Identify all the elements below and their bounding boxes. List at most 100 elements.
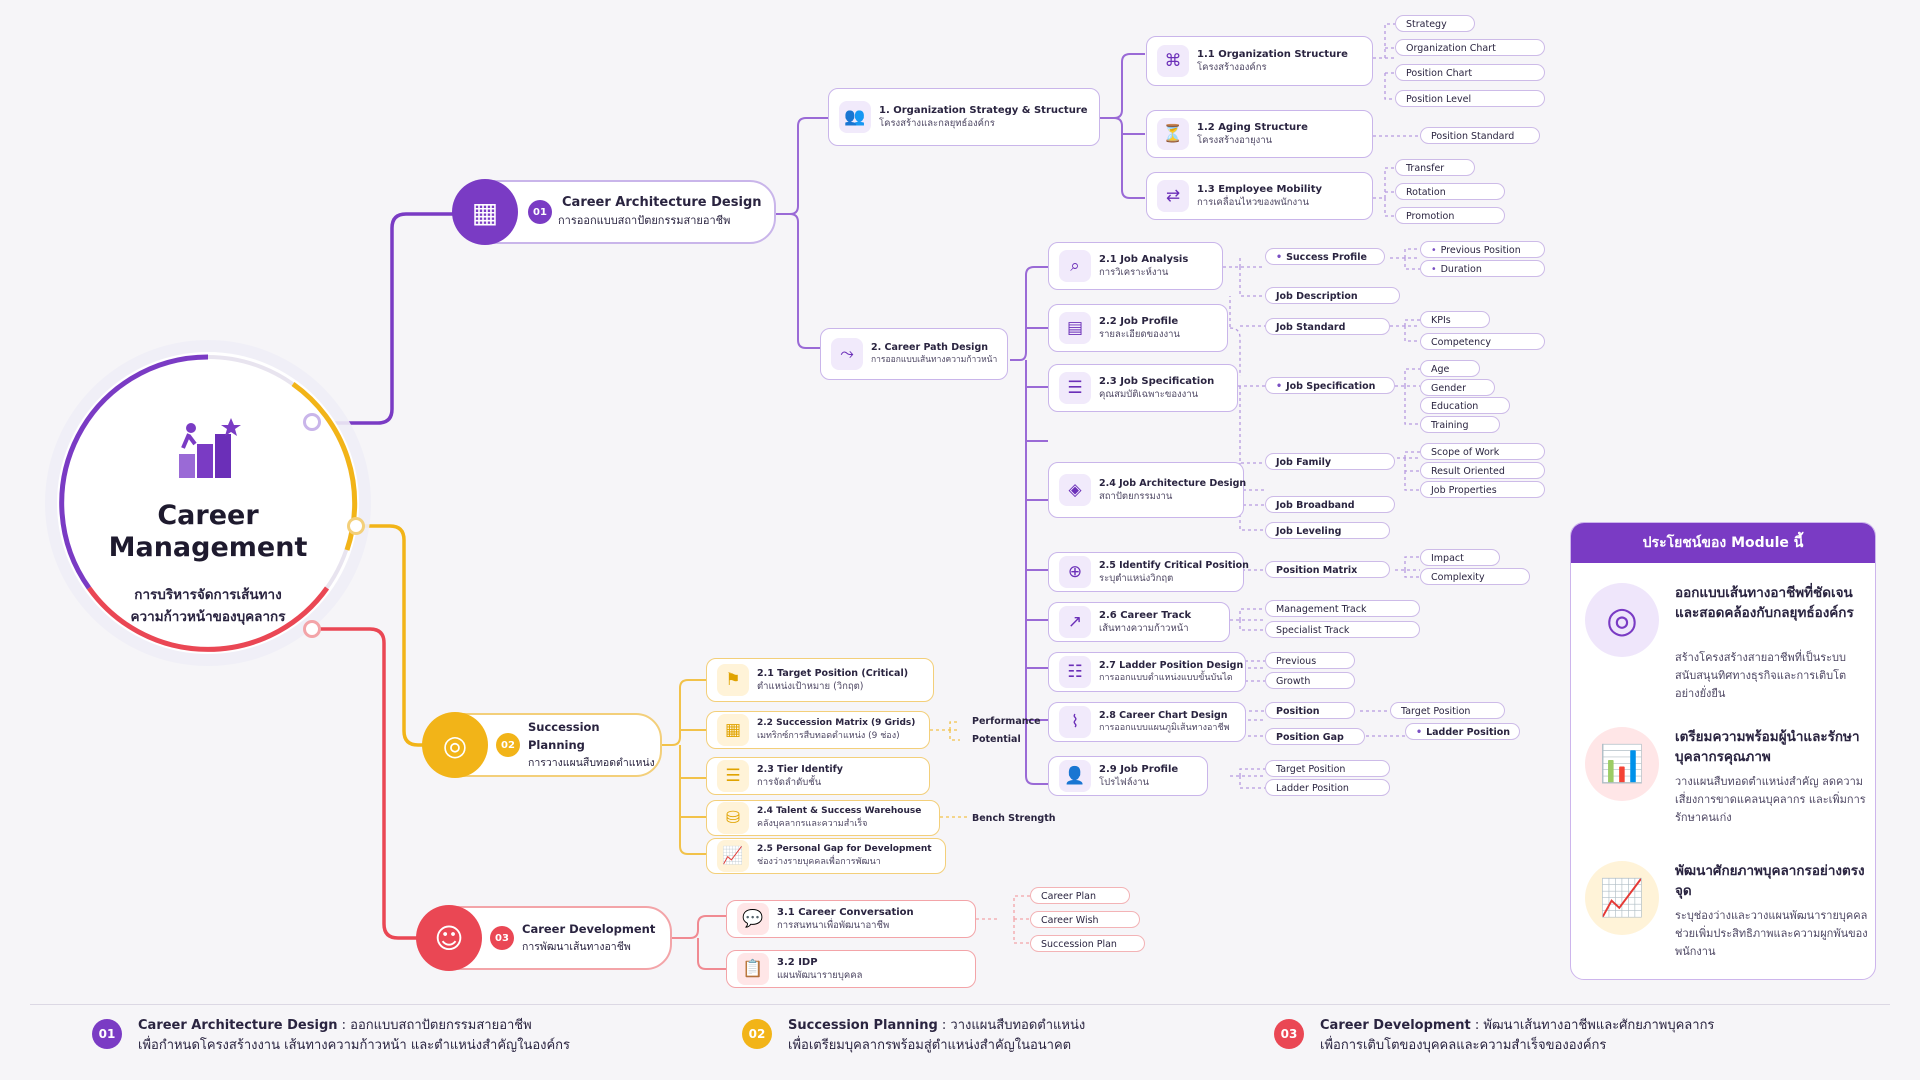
node-job-analysis[interactable]: ⌕ 2.1 Job Analysis การวิเคราะห์งาน (1048, 242, 1223, 290)
leaf-organization-chart[interactable]: Organization Chart (1395, 39, 1545, 56)
crosshair-icon: ⊕ (1059, 556, 1091, 588)
tiers-icon: ☰ (717, 760, 749, 792)
leaf-position-chart[interactable]: Position Chart (1395, 64, 1545, 81)
legend-line2: เพื่อเตรียมบุคลากรพร้อมสู่ตำแหน่งสำคัญใน… (788, 1038, 1072, 1053)
leaf-career-wish[interactable]: Career Wish (1030, 911, 1140, 928)
database-icon: ⛁ (717, 802, 749, 834)
people-icon: ☺ (416, 905, 482, 971)
node-subtitle: เส้นทางความก้าวหน้า (1099, 623, 1189, 634)
leaf-result-oriented[interactable]: Result Oriented (1420, 462, 1545, 479)
leaf-training[interactable]: Training (1420, 416, 1500, 433)
flag-icon: ⚑ (717, 664, 749, 696)
leaf-chart-position[interactable]: Position (1265, 702, 1355, 719)
leaf-previous-position[interactable]: Previous Position (1420, 241, 1545, 258)
branch-succession-planning[interactable]: ◎ 02 Succession Planning การวางแผนสืบทอด… (422, 712, 662, 778)
node-subtitle: โครงสร้างและกลยุทธ์องค์กร (879, 118, 995, 129)
legend-divider (30, 1004, 1890, 1005)
magnifier-icon: ⌕ (1059, 250, 1091, 282)
branch-career-architecture[interactable]: ▦ 01 Career Architecture Design การออกแบ… (452, 179, 776, 245)
leaf-succession-plan[interactable]: Succession Plan (1030, 935, 1145, 952)
branch-title: Career Architecture Design (562, 195, 762, 210)
node-subtitle: การสนทนาเพื่อพัฒนาอาชีพ (777, 920, 890, 931)
leaf-position-matrix[interactable]: Position Matrix (1265, 561, 1390, 578)
leaf-job-description[interactable]: Job Description (1265, 287, 1400, 304)
leaf-strategy[interactable]: Strategy (1395, 15, 1475, 32)
leaf-chart-ladder-position[interactable]: Ladder Position (1405, 723, 1520, 740)
benefit-title: ออกแบบเส้นทางอาชีพที่ชัดเจนและสอดคล้องกั… (1675, 585, 1854, 621)
branch-career-development[interactable]: ☺ 03 Career Development การพัฒนาเส้นทางอ… (416, 905, 672, 971)
ladder-icon: ☷ (1059, 656, 1091, 688)
leaf-gender[interactable]: Gender (1420, 379, 1495, 396)
leaf-position-standard[interactable]: Position Standard (1420, 127, 1540, 144)
leaf-chart-target-position[interactable]: Target Position (1390, 702, 1505, 719)
leaf-education[interactable]: Education (1420, 397, 1510, 414)
arrow-up-icon: ↗ (1059, 606, 1091, 638)
leaf-rotation[interactable]: Rotation (1395, 183, 1505, 200)
leaf-job-standard[interactable]: Job Standard (1265, 318, 1390, 335)
leaf-impact[interactable]: Impact (1420, 549, 1500, 566)
node-subtitle: ตำแหน่งเป้าหมาย (วิกฤต) (757, 681, 864, 692)
leaf-job-family[interactable]: Job Family (1265, 453, 1395, 470)
leaf-profile-target-position[interactable]: Target Position (1265, 760, 1390, 777)
leaf-job-specification[interactable]: Job Specification (1265, 377, 1395, 394)
leaf-profile-ladder-position[interactable]: Ladder Position (1265, 779, 1390, 796)
leaf-success-profile[interactable]: Success Profile (1265, 248, 1385, 265)
leaf-duration[interactable]: Duration (1420, 260, 1545, 277)
leaf-job-properties[interactable]: Job Properties (1420, 481, 1545, 498)
leaf-promotion[interactable]: Promotion (1395, 207, 1505, 224)
node-title: 2.3 Tier Identify (757, 764, 843, 775)
node-succession-matrix[interactable]: ▦ 2.2 Succession Matrix (9 Grids)เมทริกซ… (706, 711, 930, 749)
leaf-position-level[interactable]: Position Level (1395, 90, 1545, 107)
leaf-previous[interactable]: Previous (1265, 652, 1355, 669)
node-title: 2.1 Job Analysis (1099, 254, 1189, 265)
leaf-specialist-track[interactable]: Specialist Track (1265, 621, 1420, 638)
node-title: 2. Career Path Design (871, 342, 989, 353)
benefit-item-1: ◎ ออกแบบเส้นทางอาชีพที่ชัดเจนและสอดคล้อง… (1585, 583, 1865, 713)
benefits-panel-title: ประโยชน์ของ Module นี้ (1571, 523, 1875, 563)
center-subtitle-line2: ความก้าวหน้าของบุคลากร (130, 609, 286, 625)
leaf-complexity[interactable]: Complexity (1420, 568, 1530, 585)
node-title: 1. Organization Strategy & Structure (879, 105, 1088, 116)
node-subtitle: ช่องว่างรายบุคคลเพื่อการพัฒนา (757, 857, 881, 867)
node-title: 3.2 IDP (777, 957, 818, 968)
benefit-item-3: 📈 พัฒนาศักยภาพบุคลากรอย่างตรงจุด ระบุช่อ… (1585, 861, 1868, 971)
leaf-competency[interactable]: Competency (1420, 333, 1545, 350)
leaf-chart-position-gap[interactable]: Position Gap (1265, 728, 1365, 745)
node-target-position[interactable]: ⚑ 2.1 Target Position (Critical)ตำแหน่งเ… (706, 658, 934, 702)
leaf-scope-of-work[interactable]: Scope of Work (1420, 443, 1545, 460)
node-subtitle: การวิเคราะห์งาน (1099, 267, 1169, 278)
leaf-management-track[interactable]: Management Track (1265, 600, 1420, 617)
node-subtitle: เมทริกซ์การสืบทอดตำแหน่ง (9 ช่อง) (757, 731, 900, 741)
target-icon: ◎ (422, 712, 488, 778)
leaf-job-broadband[interactable]: Job Broadband (1265, 496, 1395, 513)
leaf-age[interactable]: Age (1420, 360, 1480, 377)
node-title: 1.3 Employee Mobility (1197, 184, 1323, 195)
leaf-kpis[interactable]: KPIs (1420, 311, 1490, 328)
leaf-growth[interactable]: Growth (1265, 672, 1355, 689)
leaf-transfer[interactable]: Transfer (1395, 159, 1475, 176)
center-title-line1: Career (157, 500, 259, 531)
aging-icon: ⏳ (1157, 118, 1189, 150)
leaf-career-plan[interactable]: Career Plan (1030, 887, 1130, 904)
branch-number: 03 (490, 926, 514, 950)
leaf-job-leveling[interactable]: Job Leveling (1265, 522, 1390, 539)
